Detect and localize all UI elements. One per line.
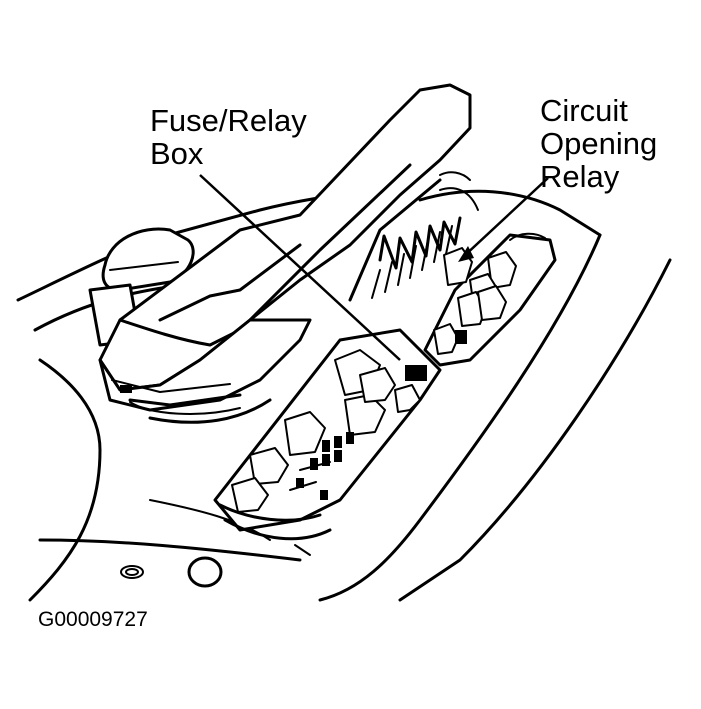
cover-hinge-ribs bbox=[348, 171, 479, 302]
leader-lines bbox=[199, 174, 549, 361]
fuse-relay-box-leader bbox=[199, 174, 401, 361]
fuse-relay-box-label: Fuse/Relay Box bbox=[150, 104, 307, 170]
circuit-opening-relay-arrowhead bbox=[458, 246, 474, 262]
circuit-opening-relay-label: Circuit Opening Relay bbox=[540, 94, 657, 193]
fuse-relay-box-label-line-2: Box bbox=[150, 136, 204, 171]
figure-id: G00009727 bbox=[38, 608, 148, 631]
circuit-opening-relay-label-line-3: Relay bbox=[540, 159, 620, 194]
circuit-opening-relay-label-line-1: Circuit bbox=[540, 93, 628, 128]
circuit-opening-relay-label-line-2: Opening bbox=[540, 126, 658, 161]
mounting-hardware bbox=[120, 544, 311, 588]
relay-bank bbox=[423, 232, 557, 367]
fuse-relay-box-cover bbox=[98, 83, 472, 424]
circuit-opening-relay-leader bbox=[461, 177, 549, 259]
fuse-relay-box-base bbox=[213, 328, 442, 541]
fuse-relay-box-label-line-1: Fuse/Relay bbox=[150, 103, 307, 138]
